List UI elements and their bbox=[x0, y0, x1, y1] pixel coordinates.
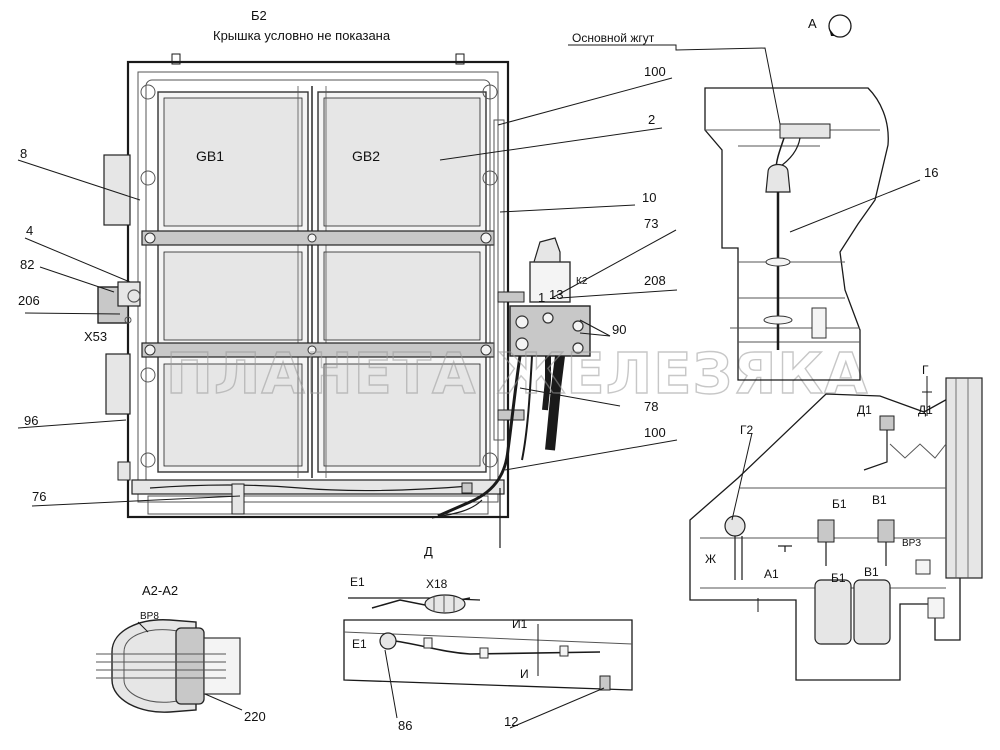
section-a2-title: А2-А2 bbox=[142, 583, 178, 598]
callout-2: 2 bbox=[648, 112, 655, 127]
callout-220: 220 bbox=[244, 709, 266, 724]
callout-73: 73 bbox=[644, 216, 658, 231]
view-d-e1-top: Е1 bbox=[350, 575, 365, 589]
battery-gb2-cell-top bbox=[323, 97, 481, 227]
battery-gb1-cell-bottom bbox=[163, 363, 303, 467]
view-g-v1-top: В1 bbox=[872, 493, 887, 507]
view-d-i: И bbox=[520, 667, 529, 681]
view-d-e1-bottom: Е1 bbox=[352, 637, 367, 651]
callout-8: 8 bbox=[20, 146, 27, 161]
clamp-bar-upper bbox=[141, 230, 495, 246]
connector-d1 bbox=[879, 415, 895, 431]
view-g-v1-bottom: В1 bbox=[864, 565, 879, 579]
grommet-section bbox=[111, 619, 197, 713]
view-g-b1-bottom: Б1 bbox=[831, 571, 846, 585]
harness-label: Основной жгут bbox=[572, 31, 655, 45]
watermark: ПЛАНЕТА ЖЕЛЕЗЯКА bbox=[166, 342, 868, 407]
cylinder-right bbox=[853, 579, 891, 645]
view-a bbox=[704, 14, 889, 381]
view-g-a1: А1 bbox=[764, 567, 779, 581]
view-a-title: А bbox=[808, 16, 817, 31]
view-d-title: Д bbox=[424, 544, 433, 559]
cylinder-left bbox=[814, 579, 852, 645]
callout-78: 78 bbox=[644, 399, 658, 414]
view-g-outline bbox=[689, 390, 961, 681]
callout-82: 82 bbox=[20, 257, 34, 272]
view-g-g: Г bbox=[922, 363, 929, 377]
view-d bbox=[343, 594, 633, 691]
contact-k2-label: К2 bbox=[576, 276, 588, 287]
view-g-zh: Ж bbox=[705, 552, 716, 566]
callout-86: 86 bbox=[398, 718, 412, 733]
section-a2-a2 bbox=[96, 619, 241, 713]
callout-16: 16 bbox=[924, 165, 938, 180]
view-g-g2: Г2 bbox=[740, 423, 753, 437]
terminal-1-label: 1 bbox=[538, 290, 545, 305]
battery-gb1-cell-top bbox=[163, 97, 303, 227]
battery-gb1-label: GB1 bbox=[196, 148, 224, 164]
callout-96: 96 bbox=[24, 413, 38, 428]
callout-206: 206 bbox=[18, 293, 40, 308]
left-bracket-lower bbox=[105, 353, 131, 415]
battery-gb2-cell-mid bbox=[323, 251, 481, 341]
battery-box-view bbox=[97, 53, 591, 548]
harness-connector-block bbox=[779, 123, 831, 139]
leader-lines bbox=[17, 44, 921, 729]
battery-gb2-label: GB2 bbox=[352, 148, 380, 164]
callout-208: 208 bbox=[644, 273, 666, 288]
callout-90: 90 bbox=[612, 322, 626, 337]
frame-member bbox=[343, 619, 633, 691]
view-a-cab-outline bbox=[704, 87, 889, 381]
battery-gb1-cell-mid bbox=[163, 251, 303, 341]
terminal-13-label: 13 bbox=[549, 287, 563, 302]
view-g-vr3: ВРЗ bbox=[902, 538, 921, 549]
labels: Б2 Крышка условно не показана GB1 GB2 X5… bbox=[18, 8, 938, 733]
connector-x18-label: Х18 bbox=[426, 577, 448, 591]
view-g-d1-right: Д1 bbox=[918, 403, 933, 417]
main-view-subtitle: Крышка условно не показана bbox=[213, 28, 391, 43]
rotation-symbol bbox=[828, 14, 852, 38]
view-g-d1-left: Д1 bbox=[857, 403, 872, 417]
switch-housing bbox=[529, 261, 571, 303]
callout-4: 4 bbox=[26, 223, 33, 238]
callout-100-top: 100 bbox=[644, 64, 666, 79]
grommet bbox=[765, 163, 791, 193]
battery-gb2-cell-bottom bbox=[323, 363, 481, 467]
callout-76: 76 bbox=[32, 489, 46, 504]
main-view-title: Б2 bbox=[251, 8, 267, 23]
bottom-rail bbox=[131, 479, 505, 495]
section-a2-vr8: ВР8 bbox=[140, 611, 159, 622]
callout-100-bottom: 100 bbox=[644, 425, 666, 440]
grommet-86 bbox=[379, 632, 397, 650]
view-g bbox=[689, 376, 983, 681]
callout-12: 12 bbox=[504, 714, 518, 729]
connector-x53-label: X53 bbox=[84, 329, 107, 344]
callout-10: 10 bbox=[642, 190, 656, 205]
view-g-b1-top: Б1 bbox=[832, 497, 847, 511]
connector-g2 bbox=[724, 515, 746, 537]
view-d-i1: И1 bbox=[512, 617, 528, 631]
connector-x18 bbox=[424, 594, 466, 614]
